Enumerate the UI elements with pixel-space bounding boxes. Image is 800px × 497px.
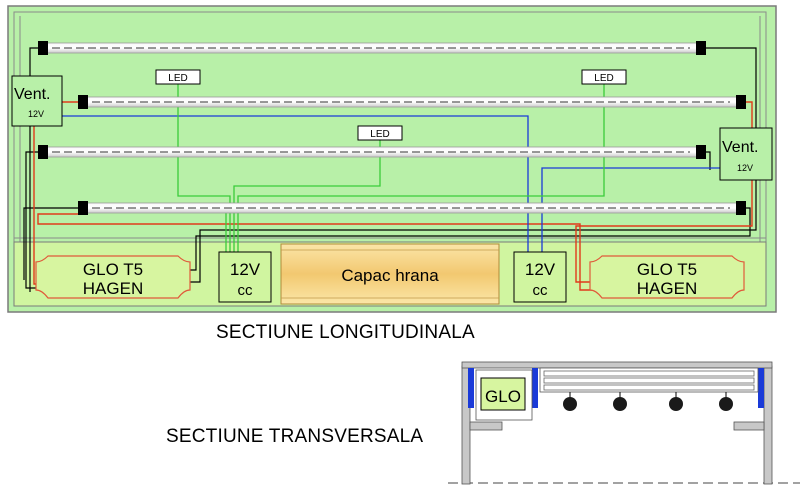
svg-text:12V: 12V <box>737 163 753 173</box>
tube-2 <box>78 95 746 109</box>
longitudinal-caption: SECTIUNE LONGITUDINALA <box>216 322 475 343</box>
longitudinal-section: LED LED LED <box>7 5 777 313</box>
svg-text:12V: 12V <box>230 260 261 279</box>
svg-text:12V: 12V <box>28 109 44 119</box>
svg-text:HAGEN: HAGEN <box>83 279 143 298</box>
led-label-3: LED <box>357 125 403 141</box>
wires-green <box>177 84 605 252</box>
svg-text:cc: cc <box>238 282 254 299</box>
tube-cross-sections <box>543 370 755 391</box>
fan-left: Vent. 12V <box>11 75 63 127</box>
svg-text:GLO: GLO <box>485 387 521 406</box>
svg-text:HAGEN: HAGEN <box>637 279 697 298</box>
led-label-2: LED <box>581 69 627 85</box>
svg-text:GLO T5: GLO T5 <box>637 260 697 279</box>
svg-text:12V: 12V <box>525 260 556 279</box>
psu-left: 12V cc <box>218 251 272 303</box>
tube-3 <box>38 145 706 159</box>
transversal-caption: SECTIUNE TRANSVERSALA <box>166 426 424 447</box>
fan-dots <box>563 392 733 411</box>
led-label-1: LED <box>155 69 201 85</box>
glo-box: GLO <box>480 377 526 411</box>
feeding-lid: Capac hrana <box>280 243 500 305</box>
ballast-right: GLO T5 HAGEN <box>589 255 745 299</box>
fan-right: Vent. 12V <box>719 127 773 181</box>
svg-text:LED: LED <box>370 129 389 140</box>
svg-text:Capac hrana: Capac hrana <box>341 266 439 285</box>
tube-4 <box>78 201 746 215</box>
tube-1 <box>38 41 706 55</box>
svg-text:LED: LED <box>594 73 613 84</box>
svg-text:LED: LED <box>168 73 187 84</box>
svg-text:cc: cc <box>533 282 549 299</box>
svg-text:Vent.: Vent. <box>14 86 50 103</box>
ballast-left: GLO T5 HAGEN <box>35 255 191 299</box>
transversal-section: GLO <box>448 361 800 485</box>
svg-text:Vent.: Vent. <box>722 139 758 156</box>
svg-text:GLO T5: GLO T5 <box>83 260 143 279</box>
psu-right: 12V cc <box>513 251 567 303</box>
